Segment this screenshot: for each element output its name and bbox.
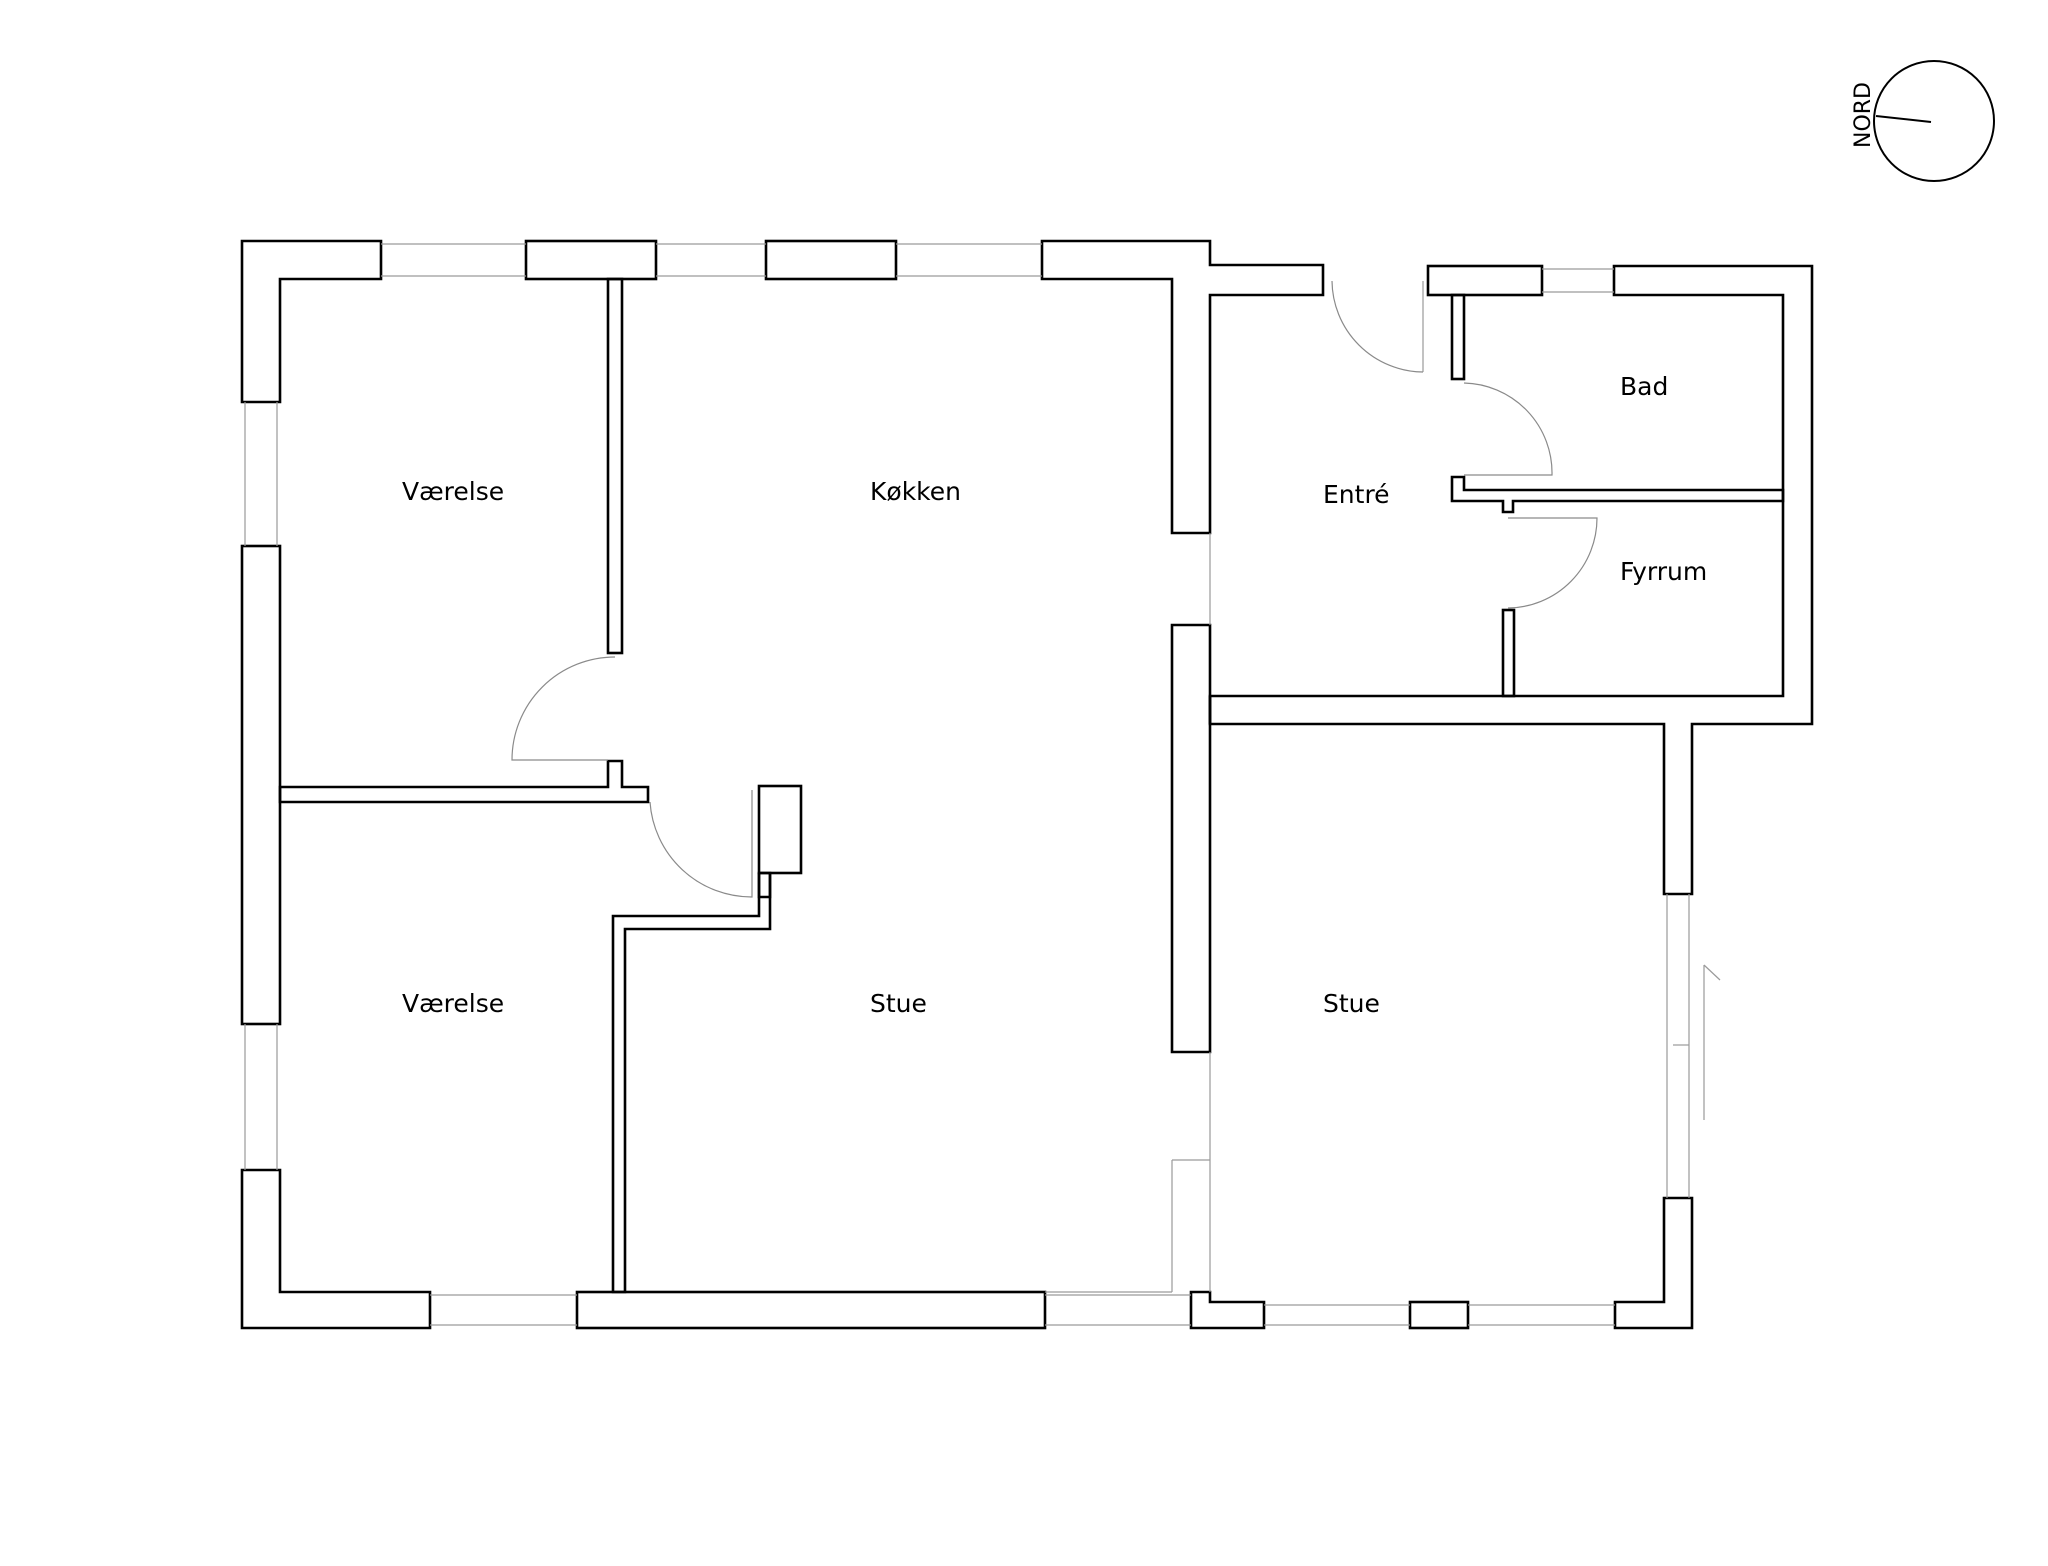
chimney [757, 784, 803, 875]
interior-walls [278, 277, 1785, 1294]
room-label-stue-center: Stue [870, 989, 927, 1018]
wall-stue-divider [1170, 623, 1212, 1054]
room-label-vaerelse-top: Værelse [402, 477, 504, 506]
wall-bottom-long [575, 1290, 1047, 1330]
wall-vaerelse-stub [278, 759, 650, 804]
doors [511, 280, 1598, 898]
room-label-bad: Bad [1620, 372, 1668, 401]
wall-bad-fyrrum [1450, 475, 1785, 514]
wall-fyrrum-stub [1501, 608, 1516, 698]
room-labels: Værelse Køkken Entré Bad Fyrrum Værelse … [402, 372, 1707, 1018]
wall-bottom-stue-pier [1408, 1300, 1470, 1330]
north-compass: NORD [1851, 60, 1995, 182]
compass-circle [1873, 60, 1995, 182]
room-label-kokken: Køkken [870, 477, 961, 506]
wall-top-pier-1 [524, 239, 658, 281]
wall-vaerelse-stue [757, 871, 772, 899]
door-entre [1331, 280, 1424, 373]
exterior-walls [240, 239, 1814, 1330]
wall-bottom-right-corner [1613, 1196, 1694, 1330]
wall-bad-top-pier [1426, 264, 1544, 297]
wall-entre-right [1208, 264, 1814, 896]
door-vaerelse-bottom [649, 790, 753, 898]
room-label-entre: Entré [1323, 480, 1390, 509]
wall-entre-bad [1450, 293, 1466, 381]
room-label-stue-right: Stue [1323, 989, 1380, 1018]
wall-bottom-left-corner [240, 1168, 432, 1330]
door-fyrrum [1507, 517, 1598, 609]
compass-label: NORD [1851, 82, 1876, 148]
windows [244, 243, 1721, 1326]
room-label-vaerelse-bottom: Værelse [402, 989, 504, 1018]
wall-top-pier-2 [764, 239, 898, 281]
wall-top-right-main [1040, 239, 1325, 535]
door-vaerelse-top [511, 656, 616, 761]
compass-needle [1875, 115, 1932, 123]
wall-left-middle [240, 544, 282, 1026]
wall-stue-l [611, 873, 772, 1294]
door-bad [1463, 382, 1553, 476]
room-label-fyrrum: Fyrrum [1620, 557, 1707, 586]
wall-top-left-corner [240, 239, 383, 404]
wall-vaerelse-kokken [606, 277, 624, 655]
wall-bottom-stue-left [1189, 1290, 1266, 1330]
